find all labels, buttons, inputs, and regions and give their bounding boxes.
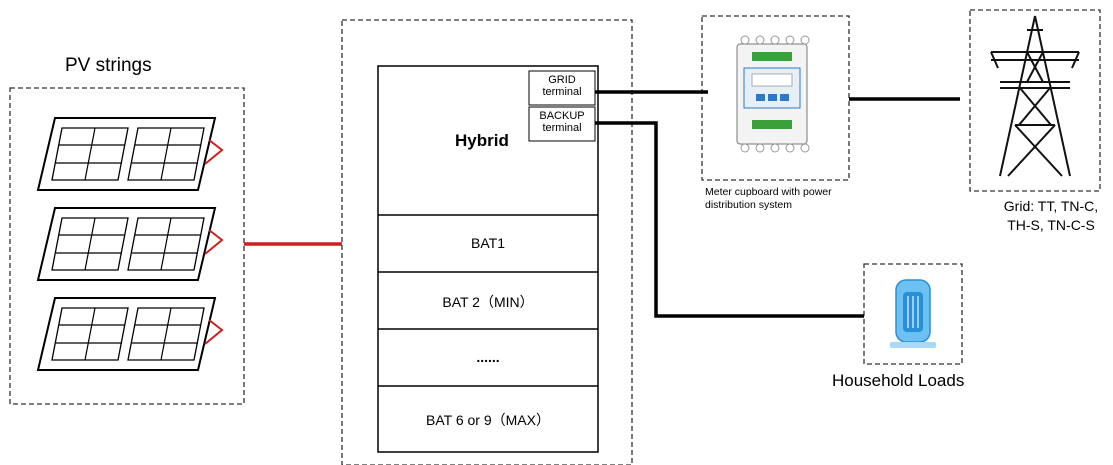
hybrid-label: Hybrid — [455, 131, 509, 150]
grid-terminal-line-2: terminal — [542, 86, 582, 98]
hybrid-system-box — [341, 19, 633, 465]
solar-panel-icon — [36, 117, 224, 191]
battery-slot-label: ...... — [476, 349, 500, 365]
grid-terminal-box — [528, 70, 596, 106]
grid-terminal-label: GRID terminal — [529, 74, 595, 98]
pv-strings-box — [9, 87, 245, 405]
backup-cable — [595, 121, 864, 318]
household-loads-caption: Household Loads — [832, 371, 965, 390]
transmission-tower-icon — [990, 15, 1080, 177]
battery-slot-label: BAT 2（MIN） — [442, 294, 534, 310]
backup-terminal-line-1: BACKUP — [539, 110, 585, 122]
backup-terminal-label: BACKUP terminal — [529, 110, 595, 134]
grid-terminal-line-1: GRID — [548, 74, 576, 86]
grid-caption-line-1: Grid: TT, TN-C, — [1003, 198, 1099, 214]
solar-panel-icon — [36, 207, 224, 281]
energy-meter-icon — [736, 35, 810, 153]
backup-terminal-line-2: terminal — [542, 122, 582, 134]
grid-caption: Grid: TT, TN-C, TH-S, TN-C-S — [992, 197, 1110, 235]
meter-caption: Meter cupboard with power distribution s… — [705, 186, 832, 212]
battery-slot-label: BAT 6 or 9（MAX） — [426, 412, 550, 428]
hybrid-inverter-stack — [377, 65, 599, 453]
grid-caption-line-2: TH-S, TN-C-S — [1007, 217, 1095, 233]
loads-box — [863, 263, 963, 365]
backup-terminal-box — [528, 106, 596, 142]
solar-panel-icon — [36, 297, 224, 371]
meter-caption-line-2: distribution system — [705, 199, 792, 211]
grid-box — [969, 9, 1101, 192]
battery-slot-label: BAT1 — [471, 235, 505, 251]
pv-strings-title: PV strings — [65, 55, 152, 76]
household-load-icon — [890, 279, 936, 348]
meter-caption-line-1: Meter cupboard with power — [705, 186, 832, 198]
